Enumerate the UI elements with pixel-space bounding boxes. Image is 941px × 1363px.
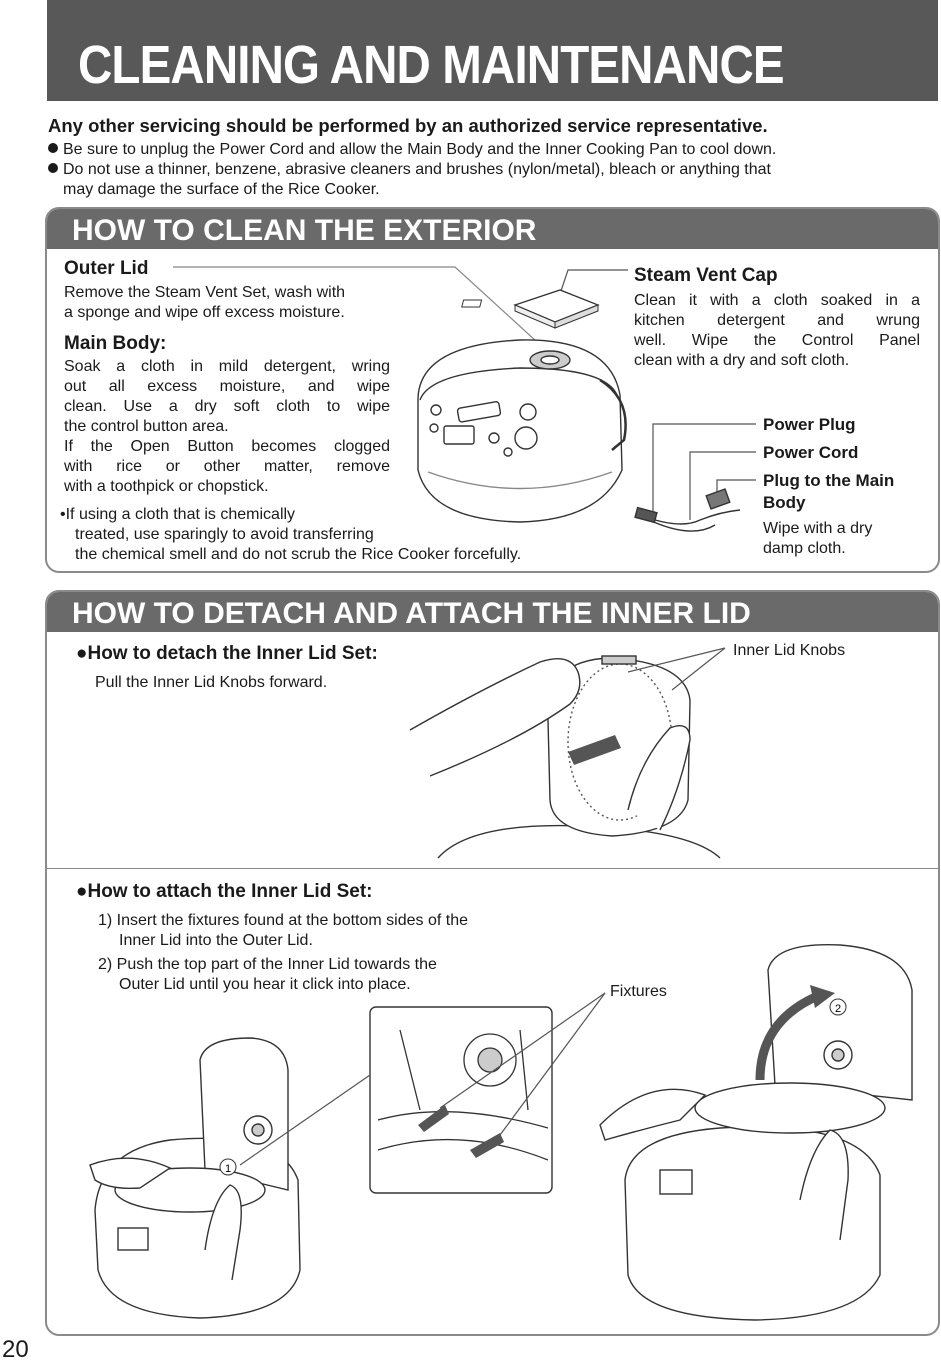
exterior-title: HOW TO CLEAN THE EXTERIOR	[72, 214, 537, 247]
knob-leader	[627, 647, 726, 673]
steam-vent-text: Clean it with a cloth soaked in a	[634, 292, 920, 309]
chemical-note: •If using a cloth that is chemically	[60, 506, 296, 523]
inner-lid-panel-header: HOW TO DETACH AND ATTACH THE INNER LID	[47, 592, 938, 632]
steam-vent-text: kitchen detergent and wrung	[634, 312, 920, 329]
warning-text-continued: may damage the surface of the Rice Cooke…	[63, 181, 380, 198]
insert-arrow-icon	[470, 1133, 504, 1158]
bullet-icon	[48, 143, 58, 153]
steam-vent-cap-heading: Steam Vent Cap	[634, 265, 778, 286]
warning-bullet-unplug: Be sure to unplug the Power Cord and all…	[48, 141, 776, 159]
main-body-text: If the Open Button becomes clogged	[64, 438, 390, 455]
bullet-icon: •	[60, 506, 66, 523]
knob-leader	[671, 647, 726, 691]
push-arrow-icon	[755, 990, 822, 1081]
hand-icon	[409, 658, 691, 831]
warning-bullet-cleaners: Do not use a thinner, benzene, abrasive …	[48, 161, 771, 179]
page-number: 20	[2, 1336, 29, 1363]
cord-wipe-text: Wipe with a dry	[763, 520, 873, 537]
outer-lid-heading: Outer Lid	[64, 258, 149, 279]
exterior-illustration	[173, 266, 756, 532]
fixture-leader	[499, 992, 606, 1136]
inner-lid-title: HOW TO DETACH AND ATTACH THE INNER LID	[72, 597, 751, 630]
fixture-leader	[439, 992, 606, 1109]
power-cord-leader	[689, 451, 756, 520]
hand-icon	[599, 1088, 849, 1241]
attach-heading: ●How to attach the Inner Lid Set:	[76, 881, 373, 902]
chemical-note-text: treated, use sparingly to avoid transfer…	[75, 526, 374, 543]
steam-vent-cap-icon	[461, 289, 600, 329]
bullet-icon: ●	[76, 881, 88, 902]
attach-step2: 2) Push the top part of the Inner Lid to…	[98, 956, 437, 973]
detach-heading: ●How to detach the Inner Lid Set:	[76, 643, 378, 664]
attach-step1: Inner Lid into the Outer Lid.	[119, 932, 313, 949]
rice-cooker-icon	[417, 339, 627, 523]
pull-arrow-icon	[568, 735, 621, 765]
detach-text: Pull the Inner Lid Knobs forward.	[95, 674, 328, 691]
step1-marker-label: 1	[225, 1163, 231, 1175]
attach-cooker-right-icon	[624, 944, 913, 1321]
steam-vent-text: clean with a dry and soft cloth.	[634, 352, 850, 369]
bullet-icon: ●	[76, 643, 88, 664]
hand-icon	[89, 1157, 242, 1281]
step2-marker-label: 2	[835, 1003, 841, 1015]
main-body-heading: Main Body:	[64, 333, 167, 354]
main-body-text: clean. Use a dry soft cloth to wipe	[64, 398, 390, 415]
chemical-note-text: the chemical smell and do not scrub the …	[75, 546, 522, 563]
power-plug-leader	[652, 423, 756, 512]
bullet-icon	[48, 163, 58, 173]
power-cord-label: Power Cord	[763, 443, 859, 462]
main-body-text: out all excess moisture, and wipe	[64, 378, 390, 395]
section-divider	[47, 868, 939, 869]
insert-arrow-icon	[418, 1105, 449, 1132]
attach-step2: Outer Lid until you hear it click into p…	[119, 976, 411, 993]
step2-marker-icon	[829, 998, 847, 1016]
page-title: CLEANING AND MAINTENANCE	[78, 35, 785, 95]
step1-marker-icon	[219, 1158, 237, 1176]
exterior-panel-header: HOW TO CLEAN THE EXTERIOR	[47, 209, 938, 249]
fixture-zoom-detail	[377, 1029, 549, 1161]
plug-main-label: Body	[763, 493, 806, 512]
main-body-text: with a toothpick or chopstick.	[64, 478, 269, 495]
outer-lid-text: Remove the Steam Vent Set, wash with	[64, 284, 346, 301]
attach-step1: 1) Insert the fixtures found at the bott…	[98, 912, 468, 929]
main-body-text: the control button area.	[64, 418, 229, 435]
warning-text: Be sure to unplug the Power Cord and all…	[63, 141, 777, 158]
fixture-leader	[239, 1074, 371, 1166]
warning-text: Do not use a thinner, benzene, abrasive …	[63, 161, 771, 178]
outer-lid-leader	[173, 266, 549, 353]
steam-vent-text: well. Wipe the Control Panel	[634, 332, 920, 349]
power-plug-label: Power Plug	[763, 415, 856, 434]
main-body-text: Soak a cloth in mild detergent, wring	[64, 358, 390, 375]
service-warning-heading: Any other servicing should be performed …	[48, 115, 768, 136]
main-body-text: with rice or other matter, remove	[64, 458, 390, 475]
outer-lid-text: a sponge and wipe off excess moisture.	[64, 304, 345, 321]
power-cord-icon	[634, 488, 741, 532]
title-bar	[47, 0, 938, 101]
inner-lid-knobs-label: Inner Lid Knobs	[733, 642, 846, 659]
fixtures-label: Fixtures	[610, 983, 667, 1000]
plug-main-label: Plug to the Main	[763, 471, 895, 490]
push-arrowhead-icon	[810, 985, 835, 1008]
cord-wipe-text: damp cloth.	[763, 540, 846, 557]
fixture-zoom-box	[369, 1006, 553, 1194]
